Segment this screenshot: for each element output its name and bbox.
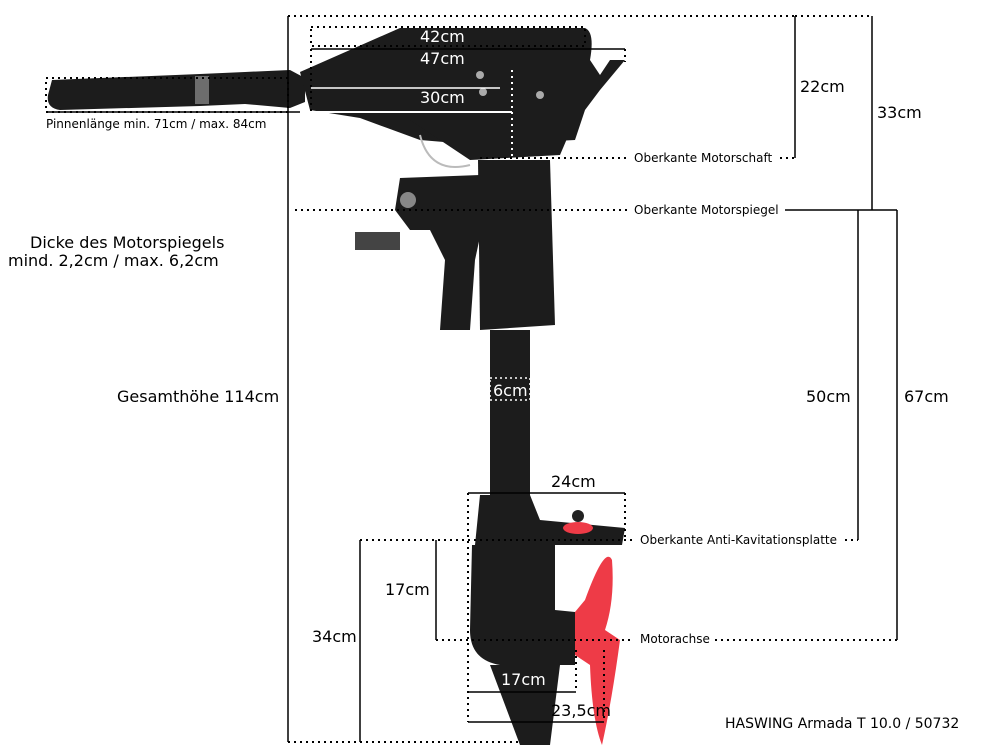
swivel-bracket [478,160,555,330]
clamp-screw [355,232,400,250]
motor-axis-label: Motorachse [640,632,710,646]
tiller-band [195,76,209,104]
head-depth-30-label: 30cm [420,88,465,107]
height-22-label: 22cm [800,77,845,96]
lower-width-235-label: 23,5cm [551,701,612,720]
height-34-label: 34cm [312,627,357,646]
lower-unit [470,545,575,665]
propeller-cap-knob [572,510,584,522]
tiller-grip [47,70,305,110]
red-knob [563,522,593,534]
total-height-label: Gesamthöhe 114cm [117,387,280,406]
shaft-diameter-label: 6cm [493,381,528,400]
anti-cavitation-plate [475,495,625,545]
transom-clamp [395,175,490,330]
lower-width-17-label: 17cm [501,670,546,689]
outboard-motor [47,28,625,745]
height-50-label: 50cm [806,387,851,406]
height-17-label: 17cm [385,580,430,599]
safety-lanyard [419,134,471,168]
cover-width-47-label: 47cm [420,49,465,68]
height-33-label: 33cm [877,103,922,122]
anti-cavitation-label: Oberkante Anti-Kavitationsplatte [640,533,838,547]
propeller [575,556,620,745]
transom-top-label: Oberkante Motorspiegel [634,203,779,217]
transom-thickness-line1: Dicke des Motorspiegels [30,233,225,252]
tiller-length-label: Pinnenlänge min. 71cm / max. 84cm [46,117,267,131]
transom-thickness-line2: mind. 2,2cm / max. 6,2cm [8,251,219,270]
motor-head [300,28,625,145]
height-67-label: 67cm [904,387,949,406]
motor-head-lower [410,120,575,160]
plate-width-label: 24cm [551,472,596,491]
cover-width-42-label: 42cm [420,27,465,46]
skeg [490,665,560,745]
product-label: HASWING Armada T 10.0 / 50732 [725,716,960,732]
shaft [490,330,530,500]
dimension-lines [45,15,898,743]
shaft-top-label: Oberkante Motorschaft [634,151,773,165]
